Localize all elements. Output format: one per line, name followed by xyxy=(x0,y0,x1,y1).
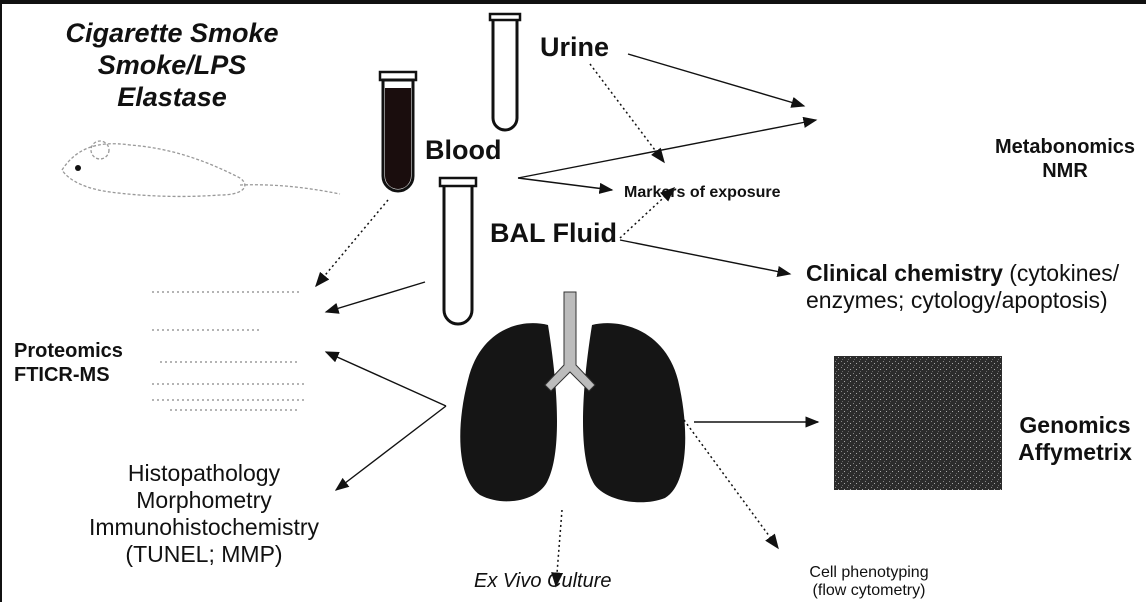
metabonomics-label: Metabonomics NMR xyxy=(990,136,1140,183)
arrow-bal-proteomics xyxy=(326,282,425,312)
urine-tube-icon xyxy=(490,14,520,130)
clinical-chemistry-label: Clinical chemistry (cytokines/ enzymes; … xyxy=(806,260,1119,314)
proteomics-label: Proteomics FTICR-MS xyxy=(14,340,123,387)
nmr-line: NMR xyxy=(990,160,1140,184)
markers-of-exposure-label: Markers of exposure xyxy=(624,184,781,203)
arrow-blood-metabonomics xyxy=(518,120,816,178)
exposure-list: Cigarette Smoke Smoke/LPS Elastase xyxy=(52,18,292,114)
affymetrix-line: Affymetrix xyxy=(1010,439,1140,466)
arrow-bal-clinical xyxy=(620,240,790,274)
mouse-icon xyxy=(62,141,340,196)
cell-phenotyping-label: Cell phenotyping (flow cytometry) xyxy=(774,564,964,599)
clinical-chemistry-detail: (cytokines/ xyxy=(1003,260,1119,286)
arrow-lung-proteomics xyxy=(326,352,446,406)
proteomics-line: Proteomics xyxy=(14,340,123,364)
arrow-blood-markers xyxy=(518,178,612,190)
histology-line: (TUNEL; MMP) xyxy=(54,541,354,568)
flow-cytometry-line: (flow cytometry) xyxy=(774,582,964,600)
proteomics-gel-image xyxy=(152,292,305,410)
bal-tube-icon xyxy=(440,178,476,324)
histology-line: Morphometry xyxy=(54,487,354,514)
metabonomics-line: Metabonomics xyxy=(990,136,1140,160)
genomics-label: Genomics Affymetrix xyxy=(1010,412,1140,466)
genomics-line: Genomics xyxy=(1010,412,1140,439)
blood-tube-icon xyxy=(380,72,416,191)
exposure-label: Elastase xyxy=(52,82,292,114)
exposure-label: Smoke/LPS xyxy=(52,50,292,82)
clinical-chemistry-detail-2: enzymes; cytology/apoptosis) xyxy=(806,287,1119,314)
mouse-eye xyxy=(75,165,81,171)
lungs-icon xyxy=(460,292,685,502)
blood-label: Blood xyxy=(425,135,501,167)
microarray-image xyxy=(834,356,1002,490)
clinical-chemistry-title: Clinical chemistry xyxy=(806,260,1003,286)
histology-label: Histopathology Morphometry Immunohistoch… xyxy=(54,460,354,569)
ex-vivo-culture-label: Ex Vivo Culture xyxy=(474,570,611,594)
histology-line: Immunohistochemistry xyxy=(54,514,354,541)
arrow-blood-proteomics xyxy=(316,200,388,286)
bal-fluid-label: BAL Fluid xyxy=(490,218,617,250)
arrow-urine-metabonomics xyxy=(628,54,804,106)
arrow-urine-markers xyxy=(590,64,664,162)
exposure-label: Cigarette Smoke xyxy=(52,18,292,50)
cell-phenotyping-line: Cell phenotyping xyxy=(774,564,964,582)
histology-line: Histopathology xyxy=(54,460,354,487)
fticr-line: FTICR-MS xyxy=(14,364,123,388)
arrow-lung-cellphenotyping xyxy=(684,420,778,548)
urine-label: Urine xyxy=(540,32,609,64)
